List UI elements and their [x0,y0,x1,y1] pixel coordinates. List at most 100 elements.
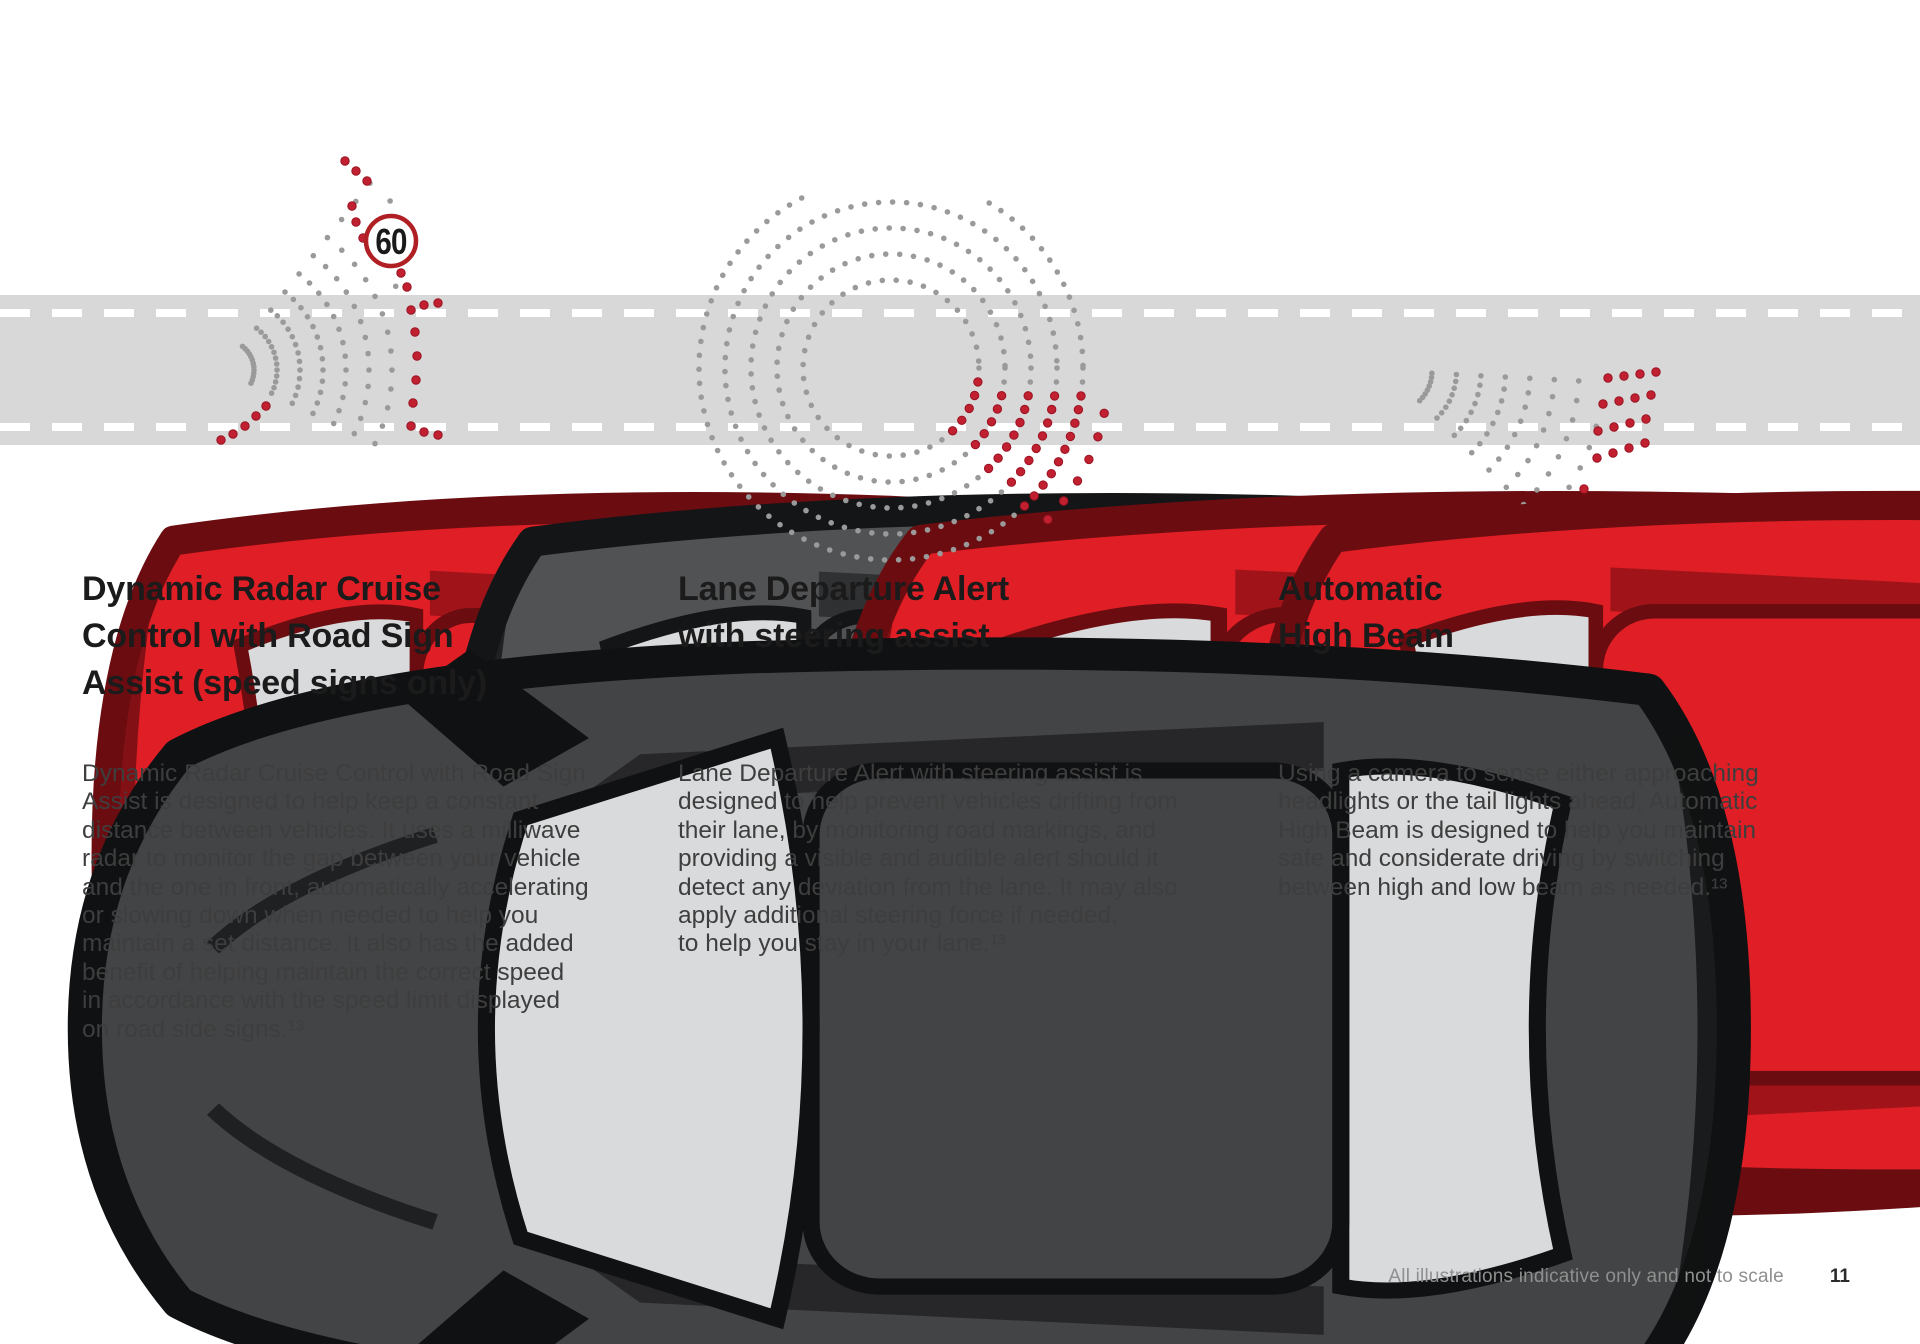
illustration-dot [752,460,758,467]
illustration-dot [976,535,982,542]
illustration-dot [748,275,754,282]
illustration-dot [1534,487,1540,493]
feature-description: Lane Departure Alert with steering assis… [678,760,1178,958]
illustration-dot [1555,454,1562,460]
illustration-dot [720,272,726,279]
illustration-dot [1468,449,1475,456]
illustration-dot [807,250,814,257]
illustration-dot [882,251,889,257]
illustration-dot [900,452,906,458]
illustration-dot [831,464,838,470]
illustration-dot [1015,467,1026,477]
illustration-dot [755,504,762,510]
illustration-dot [741,287,747,294]
illustration-dot [941,235,947,242]
illustration-dot [1054,269,1061,275]
illustration-dot [735,249,741,255]
illustration-dot [1006,477,1017,487]
illustration-dot [714,447,721,454]
illustration-dot [859,448,865,454]
illustration-dot [1486,467,1492,473]
lane-marking-top [0,309,1920,317]
illustration-dot [713,285,720,291]
illustration-dot [324,234,331,241]
illustration-dot [857,475,864,481]
illustration-dot [844,470,851,477]
illustration-dot [987,498,994,504]
illustration-dot [907,279,913,285]
illustration-dot [970,220,976,227]
illustration-dot [1503,484,1510,491]
illustration-dot [897,531,903,537]
feature-high-beam: Automatic High Beam Using a camera to se… [1278,566,1878,1326]
illustration-dot [914,449,920,455]
speed-sign-ring [363,213,419,269]
illustration-dot [798,195,805,201]
illustration-dot [843,497,849,504]
illustration-dot [996,276,1003,283]
illustration-dot [367,180,373,186]
illustration-dot [856,501,862,508]
illustration-dot [987,266,993,272]
illustration-dot [1043,514,1053,525]
illustration-dot [924,527,931,533]
illustration-dot [1029,278,1036,285]
illustration-dot [953,241,960,248]
illustration-dot [727,260,733,267]
illustration-dot [1520,501,1527,508]
illustration-dot [1577,465,1583,471]
illustration-dot [993,453,1003,463]
illustration-dot [1013,255,1019,262]
illustration-dot [910,253,917,260]
illustration-dot [913,476,919,483]
illustration-dot [998,207,1004,214]
illustration-dot [807,284,814,291]
illustration-dot [809,219,815,225]
illustration-dot [819,243,826,249]
illustration-dot [1047,257,1053,263]
illustration-dot [1000,521,1006,527]
illustration-dot [369,246,379,256]
illustration-dot [402,282,412,292]
illustration-dot [333,275,340,282]
page-footer: All illustrations indicative only and no… [0,1266,1920,1288]
illustration-dot [785,459,791,466]
illustration-dot [736,483,743,490]
illustration-dot [875,199,882,206]
illustration-dot [744,448,751,455]
illustration-dot [1624,443,1634,453]
illustration-dot [931,204,937,211]
illustration-dot [869,252,875,259]
illustration-dot [937,262,943,268]
illustration-dot [1072,476,1083,486]
illustration-dot [1005,288,1011,294]
feature-radar-cruise: Dynamic Radar Cruise Control with Road S… [82,566,682,1326]
illustration-dot [886,225,892,231]
illustration-dot [914,227,920,234]
feature-title: Lane Departure Alert with steering assis… [678,570,1010,655]
illustration-dot [871,478,877,484]
illustration-dot [950,546,957,553]
illustration-dot [1579,484,1589,494]
illustration-dot [310,252,317,259]
illustration-dot [1053,457,1064,467]
illustration-dot [1553,502,1559,509]
illustration-dot [347,201,357,211]
illustration-dot [896,251,903,258]
illustration-dot [351,217,361,227]
illustration-dot [1029,235,1036,241]
illustration-dot [1019,225,1026,231]
illustration-dot [786,202,793,208]
illustration-dot [358,233,368,243]
illustration-dot [951,460,958,466]
illustration-dot [815,514,822,521]
illustration-dot [728,472,735,478]
illustration-dot [387,198,393,204]
illustration-dot [829,267,836,273]
illustration-dot [777,521,783,528]
illustration-dot [910,529,917,536]
illustration-dot [821,213,828,219]
illustration-dot [923,553,930,560]
illustration-dot [937,550,943,557]
illustration-dot [1572,518,1578,524]
